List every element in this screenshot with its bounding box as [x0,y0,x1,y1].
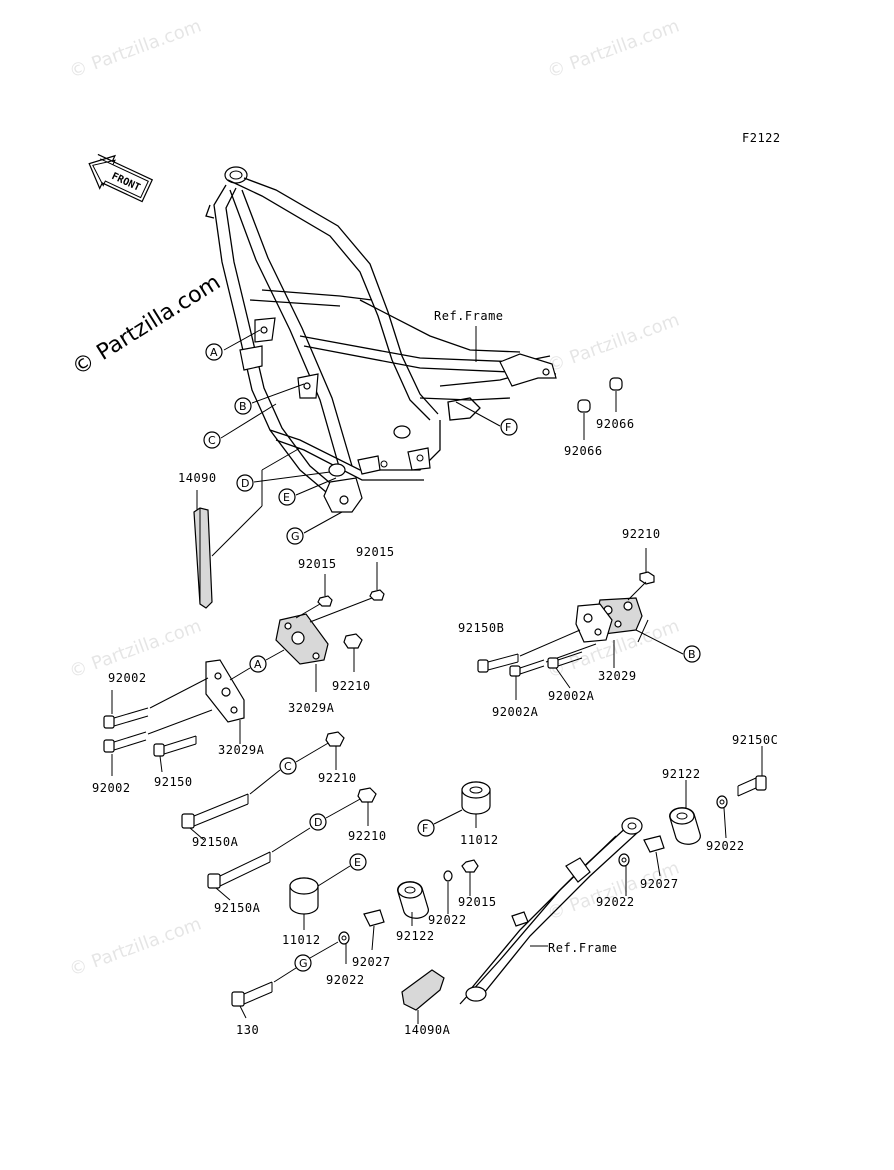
part-32029A: 32029A [288,701,335,715]
callout-B-frame: B [234,383,305,415]
part-92150B: 92150B [458,621,504,635]
part-92122: 92122 [396,929,435,943]
callout-D-frame: D [236,471,331,492]
part-92022: 92022 [326,973,365,987]
cap-92066-left [577,399,591,440]
part-92015: 92015 [458,895,497,909]
callout-D: D [314,816,322,829]
watermark: © Partzilla.com [545,309,683,376]
bracket-group-B: B [477,548,701,700]
callout-B: B [688,648,696,661]
part-92027: 92027 [352,955,391,969]
svg-text:G: G [291,530,300,543]
callout-F-frame: F [455,401,518,436]
part-92002A: 92002A [548,689,595,703]
bolt-row-C: C [181,731,345,841]
bolt-row-G: G [231,909,385,1019]
callout-C: C [284,760,292,773]
watermark: © Partzilla.com [67,15,205,82]
svg-text:E: E [283,491,290,504]
callout-G-frame: G [286,511,343,545]
cap-92066-right [609,377,623,412]
collar-11012-F: F [417,781,491,837]
watermark-prominent: © Partzilla.com [68,270,225,381]
part-130: 130 [236,1023,259,1037]
svg-text:A: A [210,346,218,359]
svg-text:F: F [505,421,511,434]
part-92022: 92022 [428,913,467,927]
part-92022: 92022 [596,895,635,909]
lower-frame-member [401,746,767,1024]
part-92210: 92210 [348,829,387,843]
watermark: © Partzilla.com [545,857,683,924]
part-92210: 92210 [332,679,371,693]
part-11012: 11012 [460,833,499,847]
callout-F: F [422,822,428,835]
svg-text:C: C [208,434,216,447]
part-92150C: 92150C [732,733,778,747]
part-32029A: 32029A [218,743,265,757]
part-92027: 92027 [640,877,679,891]
callout-A: A [254,658,262,671]
part-11012: 11012 [282,933,321,947]
part-92015: 92015 [298,557,337,571]
part-92002A: 92002A [492,705,539,719]
callout-E: E [354,856,361,869]
callout-E-frame: E [278,477,337,506]
diagram-id: F2122 [742,131,781,145]
frame-guard-14090 [193,447,301,609]
front-arrow-icon: FRONT [88,153,154,203]
collar-11012-left: E [289,853,367,930]
part-14090A: 14090A [404,1023,451,1037]
part-32029: 32029 [598,669,637,683]
part-92150: 92150 [154,775,193,789]
svg-text:D: D [241,477,249,490]
part-92002: 92002 [92,781,131,795]
ref-frame-label-bottom: Ref.Frame [548,941,618,955]
collar-92122-center [397,859,479,926]
ref-frame-label-top: Ref.Frame [434,309,504,323]
part-92150A: 92150A [214,901,261,915]
part-92066: 92066 [596,417,635,431]
part-14090: 14090 [178,471,217,485]
bracket-group-A: A [103,562,385,776]
bolt-row-D: D [207,787,377,901]
part-92015: 92015 [356,545,395,559]
watermark: © Partzilla.com [67,913,205,980]
callout-G: G [299,957,308,970]
steering-head-icon [224,166,248,184]
part-92210: 92210 [318,771,357,785]
part-92066: 92066 [564,444,603,458]
part-92210: 92210 [622,527,661,541]
watermark: © Partzilla.com [545,15,683,82]
svg-text:B: B [239,400,247,413]
part-92150A: 92150A [192,835,239,849]
callout-C-frame: C [203,403,277,449]
part-92122: 92122 [662,767,701,781]
frame-drawing [205,166,557,513]
callout-A-frame: A [205,329,261,361]
part-92002: 92002 [108,671,147,685]
part-92022: 92022 [706,839,745,853]
